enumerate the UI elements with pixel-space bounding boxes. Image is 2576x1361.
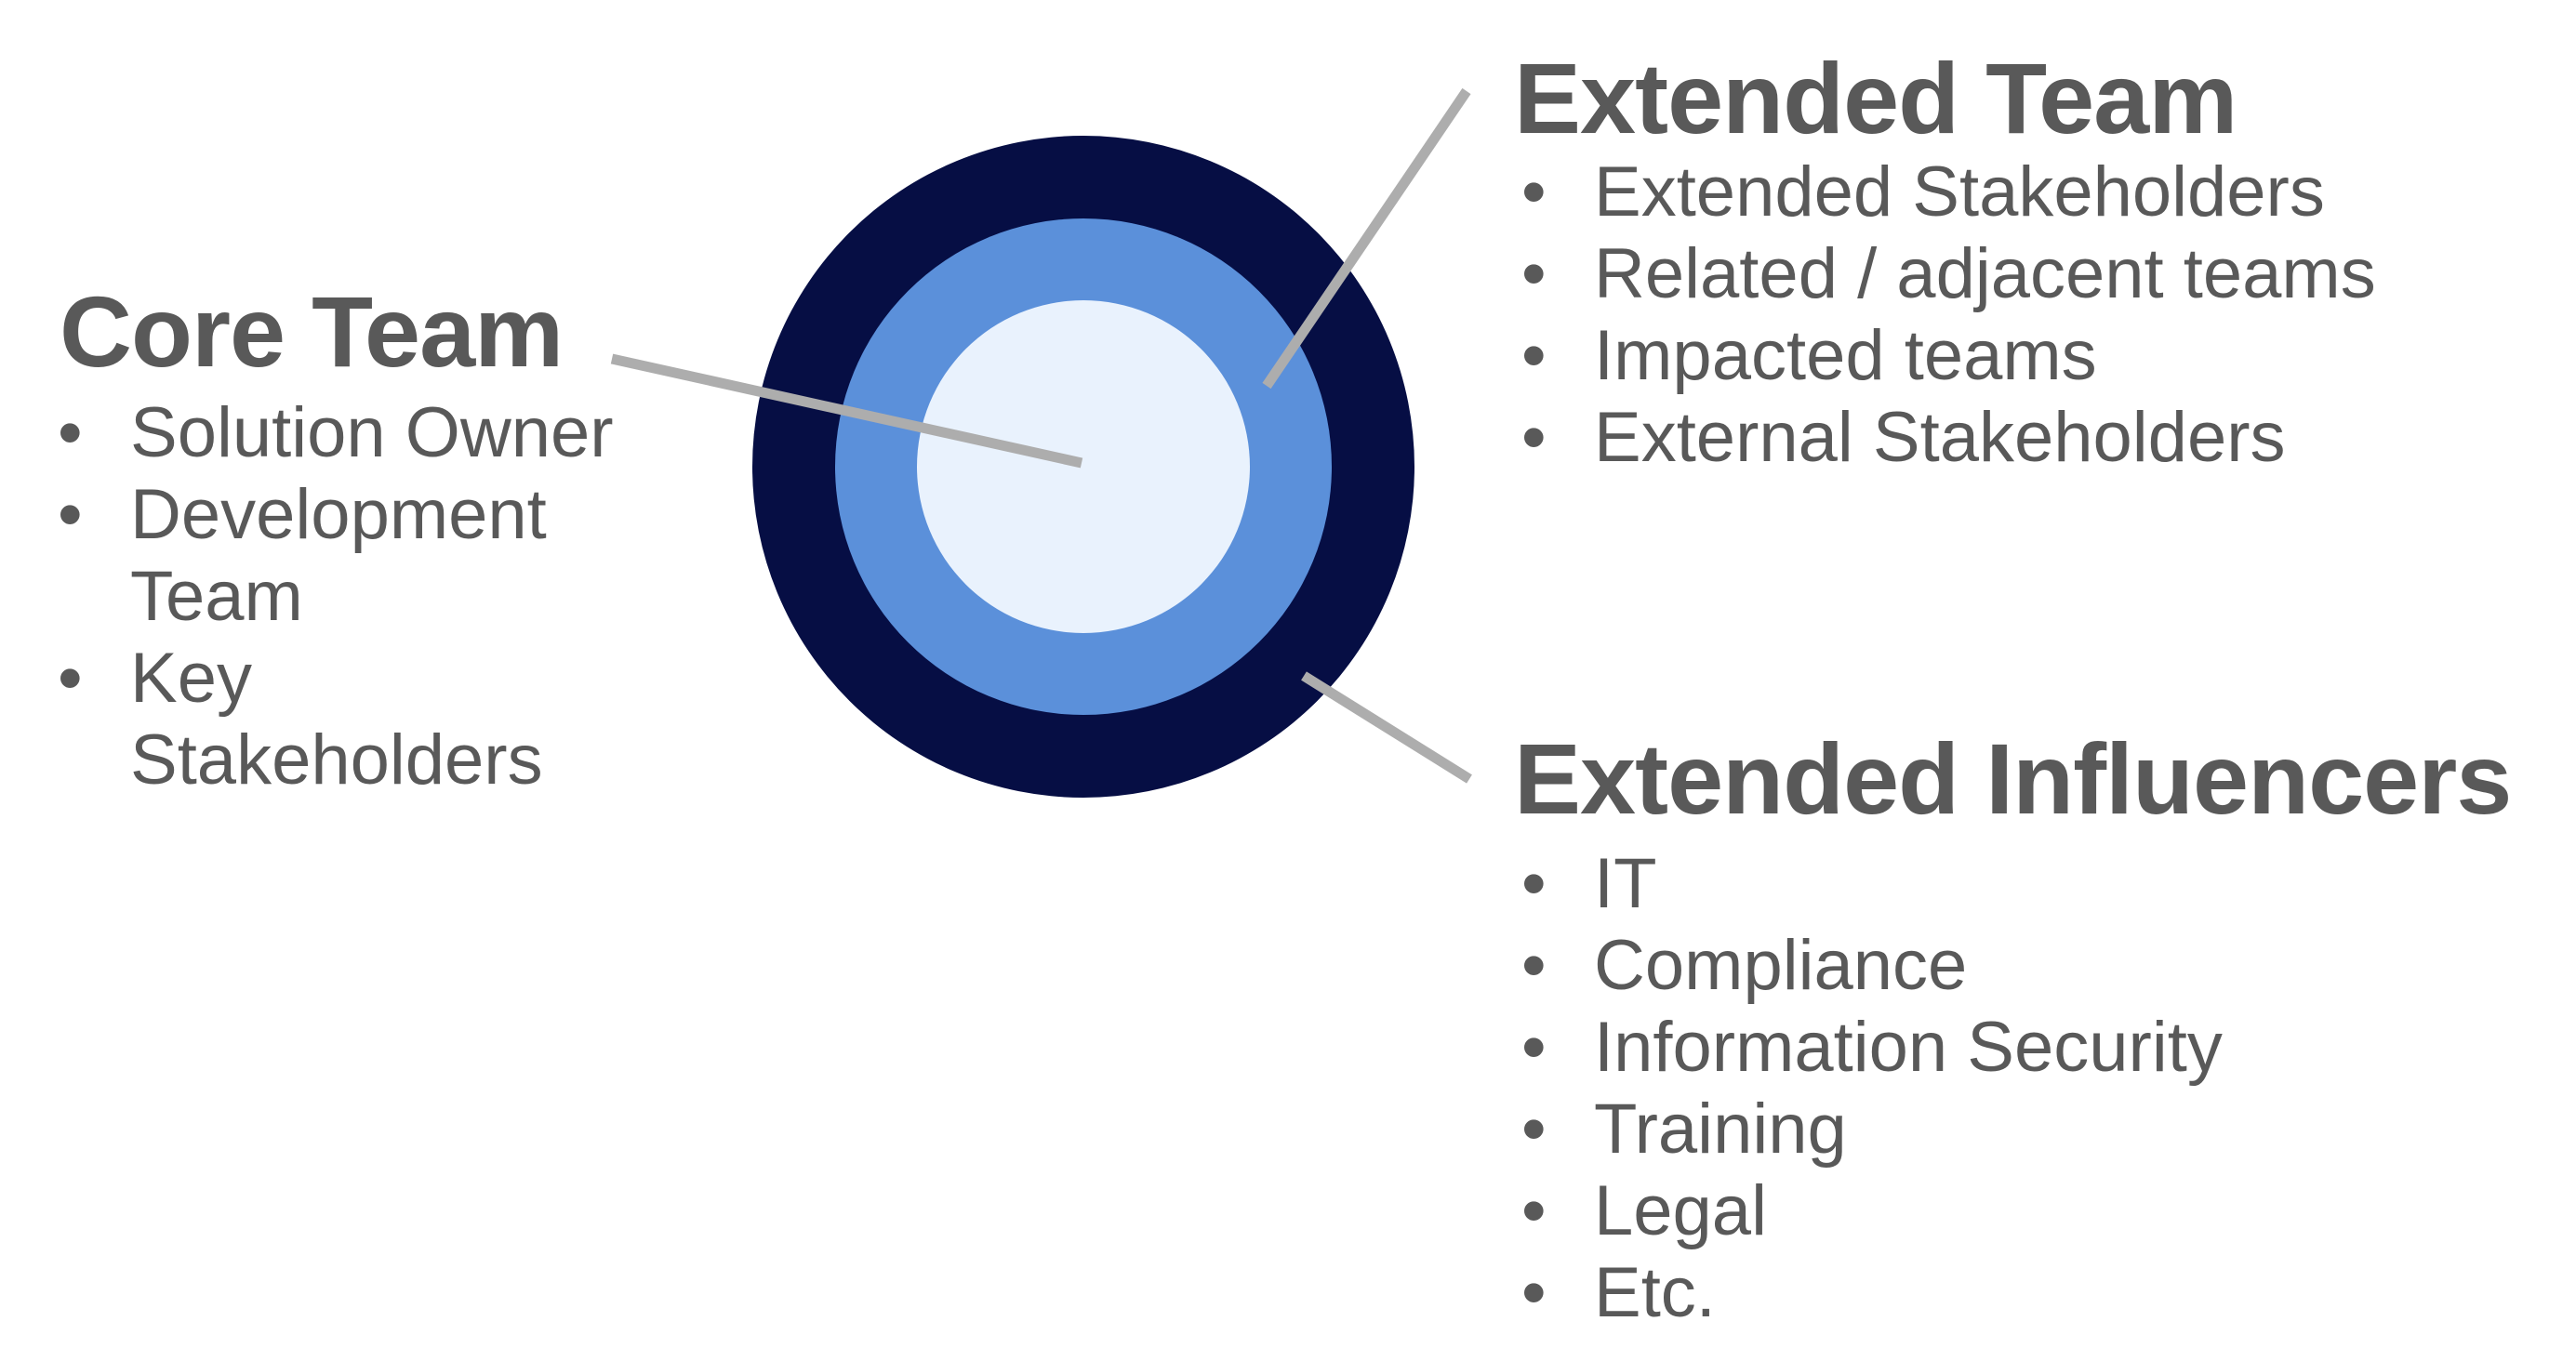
bullet-icon: • bbox=[1521, 398, 1547, 477]
list-item: • Solution Owner bbox=[58, 392, 657, 474]
list-item: • Training bbox=[1521, 1089, 2507, 1170]
bullet-icon: • bbox=[1521, 926, 1547, 1005]
list-item-text: Key Stakeholders bbox=[130, 639, 543, 799]
list-item-text: Development Team bbox=[130, 475, 547, 636]
extended-influencers-list: • IT • Compliance • Information Security… bbox=[1521, 843, 2507, 1334]
list-item-text: Etc. bbox=[1594, 1253, 1716, 1332]
list-item-text: Impacted teams bbox=[1594, 316, 2097, 395]
list-item-text: IT bbox=[1594, 844, 1657, 923]
bullet-icon: • bbox=[58, 639, 83, 718]
connector-line-core-team bbox=[610, 353, 1083, 469]
list-item-text: Extended Stakeholders bbox=[1594, 152, 2325, 231]
list-item: • IT bbox=[1521, 843, 2507, 925]
core-team-heading: Core Team bbox=[60, 275, 564, 388]
bullet-icon: • bbox=[1521, 1090, 1547, 1169]
bullet-icon: • bbox=[1521, 1253, 1547, 1332]
list-item-text: External Stakeholders bbox=[1594, 398, 2286, 477]
bullet-icon: • bbox=[1521, 234, 1547, 313]
bullet-icon: • bbox=[1521, 316, 1547, 395]
list-item: • Etc. bbox=[1521, 1252, 2507, 1334]
core-team-list: • Solution Owner • Development Team • Ke… bbox=[58, 392, 657, 801]
connector-line-extended-team bbox=[1262, 87, 1471, 390]
bullet-icon: • bbox=[1521, 1171, 1547, 1250]
extended-team-list: • Extended Stakeholders • Related / adja… bbox=[1521, 152, 2507, 479]
list-item: • Development Team bbox=[58, 474, 657, 638]
list-item-text: Related / adjacent teams bbox=[1594, 234, 2376, 313]
list-item: • Legal bbox=[1521, 1170, 2507, 1252]
list-item-text: Information Security bbox=[1594, 1008, 2223, 1087]
list-item-text: Solution Owner bbox=[130, 393, 614, 472]
list-item: • External Stakeholders bbox=[1521, 397, 2507, 479]
list-item-text: Legal bbox=[1594, 1171, 1767, 1250]
bullet-icon: • bbox=[1521, 1008, 1547, 1087]
list-item: • Impacted teams bbox=[1521, 315, 2507, 397]
bullet-icon: • bbox=[1521, 152, 1547, 231]
inner-circle-core-team-circle bbox=[917, 300, 1250, 633]
list-item-text: Compliance bbox=[1594, 926, 1968, 1005]
bullet-icon: • bbox=[58, 393, 83, 472]
connector-line-extended-influencers bbox=[1301, 671, 1472, 784]
bullet-icon: • bbox=[58, 475, 83, 554]
list-item: • Related / adjacent teams bbox=[1521, 233, 2507, 315]
list-item: • Extended Stakeholders bbox=[1521, 152, 2507, 233]
list-item-text: Training bbox=[1594, 1090, 1847, 1169]
list-item: • Key Stakeholders bbox=[58, 638, 657, 801]
list-item: • Information Security bbox=[1521, 1007, 2507, 1089]
bullet-icon: • bbox=[1521, 844, 1547, 923]
extended-influencers-heading: Extended Influencers bbox=[1514, 722, 2512, 835]
extended-team-heading: Extended Team bbox=[1514, 42, 2237, 154]
list-item: • Compliance bbox=[1521, 925, 2507, 1007]
